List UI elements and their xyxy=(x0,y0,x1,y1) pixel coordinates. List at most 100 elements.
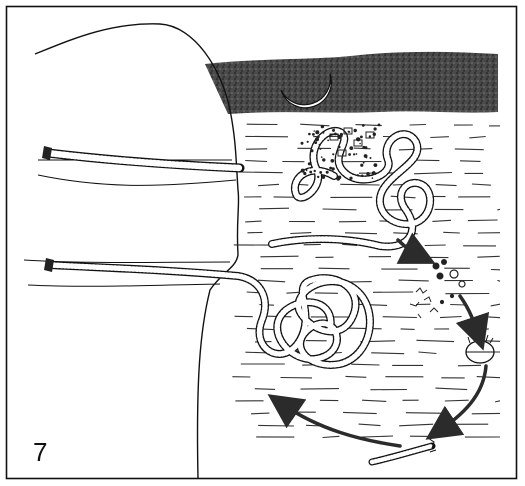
egg-dot xyxy=(340,133,343,136)
water-dash xyxy=(290,233,311,234)
egg-dot xyxy=(362,124,365,127)
water-dash xyxy=(362,400,386,401)
water-dash xyxy=(432,220,451,221)
egg-dot xyxy=(349,177,352,180)
egg-dot xyxy=(327,140,329,142)
arrow-to-host-sphere xyxy=(460,296,478,334)
egg-dot xyxy=(348,153,351,156)
egg-dot xyxy=(349,146,353,150)
egg-dot xyxy=(326,171,329,174)
egg-dot xyxy=(378,124,381,127)
water-dash xyxy=(425,245,446,246)
water-dash xyxy=(371,353,404,354)
egg-dot xyxy=(317,176,319,178)
water-dash xyxy=(323,436,340,437)
water-dash xyxy=(323,209,357,210)
egg-dot xyxy=(317,135,320,138)
egg-dot xyxy=(329,167,332,170)
egg-dot xyxy=(301,169,305,173)
egg-dot xyxy=(338,146,341,149)
egg-dot xyxy=(353,153,355,155)
egg-dot xyxy=(338,176,342,180)
water-dash xyxy=(287,292,301,293)
larvae-cluster xyxy=(410,288,454,318)
egg-dot xyxy=(303,172,306,175)
water-dash xyxy=(414,173,452,174)
egg-dot xyxy=(306,169,308,171)
host-body-divider-mid xyxy=(38,175,236,185)
egg-dot xyxy=(319,144,321,146)
water-dash xyxy=(351,364,379,365)
water-dash xyxy=(258,280,285,282)
egg-dot xyxy=(315,130,319,134)
water-dash xyxy=(458,365,481,366)
egg-dot xyxy=(364,154,368,158)
water-dash xyxy=(345,328,382,329)
water-dash xyxy=(255,389,275,390)
egg-dot xyxy=(332,153,334,155)
egg-dot xyxy=(313,130,315,132)
egg-dot xyxy=(348,131,350,133)
water-dash xyxy=(436,185,457,186)
egg-dot xyxy=(374,163,378,167)
water-dash xyxy=(440,317,462,318)
egg-dot xyxy=(372,171,376,175)
water-dash xyxy=(497,280,500,281)
water-dash xyxy=(343,412,377,413)
water-dash xyxy=(445,400,469,401)
egg-dot xyxy=(314,170,316,172)
egg-dot xyxy=(360,136,363,139)
egg-dot xyxy=(319,171,322,174)
egg-dot xyxy=(357,174,359,176)
egg-dot xyxy=(310,149,313,152)
egg-dot xyxy=(322,176,325,179)
water-dash xyxy=(340,184,379,185)
water-surface-lines xyxy=(232,124,500,437)
water-dash xyxy=(359,424,381,426)
egg-dot xyxy=(308,133,311,136)
water-dash xyxy=(399,424,433,426)
water-dash xyxy=(240,172,283,173)
egg-dot xyxy=(321,156,323,158)
adult-worm-upper-emerging xyxy=(42,146,240,168)
water-dash xyxy=(418,352,436,354)
water-dash xyxy=(491,304,500,306)
water-dash xyxy=(346,376,367,377)
water-dash xyxy=(435,388,467,390)
water-dash xyxy=(488,317,500,318)
water-dash xyxy=(416,340,454,341)
arrow-to-adult xyxy=(282,404,400,446)
egg-dot xyxy=(359,143,361,145)
water-dash xyxy=(245,221,261,222)
water-dash xyxy=(443,232,460,233)
water-dash xyxy=(401,329,415,330)
egg-dot xyxy=(372,177,374,179)
water-dash xyxy=(354,148,371,149)
egg-dot xyxy=(361,175,364,178)
water-dash xyxy=(319,268,350,269)
water-dash xyxy=(495,401,500,402)
water-dash xyxy=(245,161,267,162)
egg-dot xyxy=(321,125,324,128)
water-dash xyxy=(383,317,417,318)
egg-dot xyxy=(366,172,370,176)
egg-dot xyxy=(301,142,304,145)
egg-dot xyxy=(363,162,365,164)
host-body-divider-bottom xyxy=(28,284,220,286)
panel-number: 7 xyxy=(33,437,48,468)
egg-trail xyxy=(423,255,466,288)
water-dash xyxy=(477,377,500,378)
water-dash xyxy=(406,413,446,414)
water-dash xyxy=(430,137,449,138)
adult-worm-lower-coiled-in-water xyxy=(44,258,370,365)
egg-dot xyxy=(309,171,312,174)
egg-dot xyxy=(334,127,336,129)
egg-dot xyxy=(356,153,358,155)
egg-dot xyxy=(314,141,317,144)
water-dash xyxy=(399,280,429,281)
egg-dot xyxy=(332,129,335,132)
water-dash xyxy=(300,124,329,126)
host-body-outline xyxy=(35,24,239,478)
